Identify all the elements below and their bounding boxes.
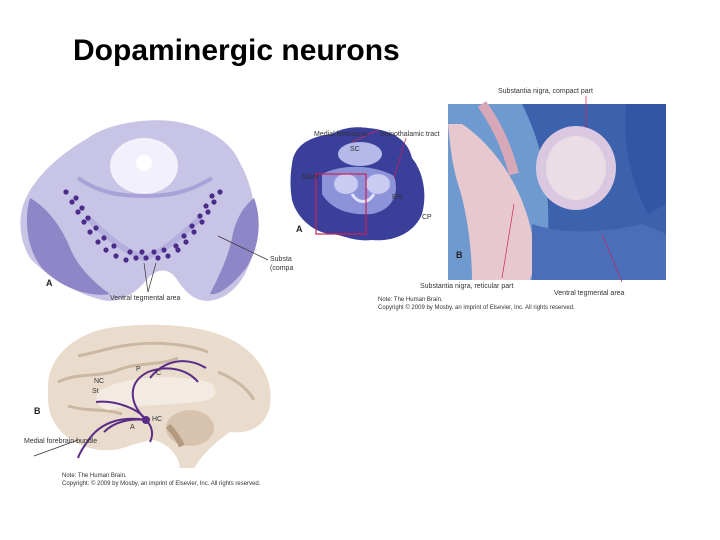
sagittal-brain-illustration <box>33 324 271 468</box>
spinothalamic-tract-label: Spinothalamic tract <box>380 131 440 138</box>
sagittal-brain-figure: P C NC St HC A B Medial forebrain bundle… <box>18 322 288 492</box>
midbrain-section-figure: Substa (compa Ventral tegmental area A <box>18 118 296 308</box>
label-p: P <box>136 366 141 373</box>
inset-panel-letter: A <box>296 224 303 234</box>
substantia-label-line1: Substa <box>270 256 292 263</box>
figure-b-copyright: Copyright: © 2009 by Mosby, an imprint o… <box>62 481 261 487</box>
label-nc: NC <box>94 378 105 385</box>
figure-c-note: Note: The Human Brain. <box>378 297 443 303</box>
label-c: C <box>156 370 162 377</box>
figure-b-note: Note: The Human Brain. <box>62 473 127 479</box>
main-panel-letter: B <box>456 250 463 260</box>
sc-label: SC <box>350 146 360 153</box>
figure-c-copyright: Copyright © 2009 by Mosby, an imprint of… <box>378 305 575 311</box>
midbrain-section-illustration <box>20 120 269 301</box>
panel-letter-b: B <box>34 406 41 416</box>
medial-forebrain-bundle-label: Medial forebrain bundle <box>24 438 98 445</box>
label-st: St <box>92 388 99 395</box>
medial-lemniscus-label: Medial lemniscus <box>314 131 368 138</box>
slide-title: Dopaminergic neurons <box>73 34 400 67</box>
histology-illustration <box>290 96 666 283</box>
cp-label: CP <box>422 214 432 221</box>
substantia-reticular-label: Substantia nigra, reticular part <box>420 283 514 290</box>
mgn-label: MGN <box>302 174 319 181</box>
main-histology-section <box>448 96 666 283</box>
label-hc: HC <box>152 416 163 423</box>
neuron-dots <box>63 189 223 263</box>
substantia-label-line2: (compa <box>270 265 294 272</box>
label-a: A <box>130 424 135 431</box>
ventral-tegmental-label: Ventral tegmental area <box>110 295 181 302</box>
substantia-compact-label: Substantia nigra, compact part <box>498 88 593 95</box>
inset-brainstem <box>290 127 425 241</box>
panel-letter-a: A <box>46 278 53 288</box>
rn-label: RN <box>392 194 403 201</box>
ventral-tegmental-label-c: Ventral tegmental area <box>554 290 625 297</box>
histology-figure: Medial lemniscus Spinothalamic tract SC … <box>282 84 688 316</box>
